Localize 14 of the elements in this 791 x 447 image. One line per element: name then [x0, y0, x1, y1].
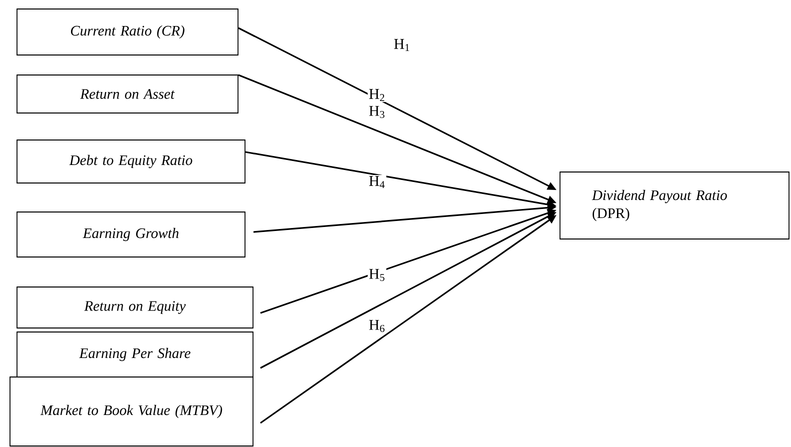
- hypothesis-label: H$_{2}$: [368, 88, 386, 102]
- variable-box: Current Ratio (CR): [16, 8, 238, 56]
- variable-box: Return on Equity: [16, 286, 254, 328]
- hypothesis-label: H$_{5}$: [368, 268, 386, 282]
- variable-box: Earning Per Share: [16, 332, 254, 378]
- variable-box: Earning Growth: [16, 212, 246, 258]
- variable-box: Market to Book Value (MTBV): [10, 376, 254, 446]
- hypothesis-label: H$_{6}$: [368, 318, 386, 334]
- hypothesis-label: H$_{1}$: [392, 38, 412, 52]
- hypothesis-label: H$_{4}$: [368, 175, 386, 189]
- variable-box: Debt to Equity Ratio: [16, 140, 246, 184]
- variable-box: Return on Asset: [16, 74, 238, 114]
- hypothesis-label: H$_{3}$: [368, 104, 386, 120]
- variable-box: Dividend Payout Ratio (DPR): [560, 172, 790, 240]
